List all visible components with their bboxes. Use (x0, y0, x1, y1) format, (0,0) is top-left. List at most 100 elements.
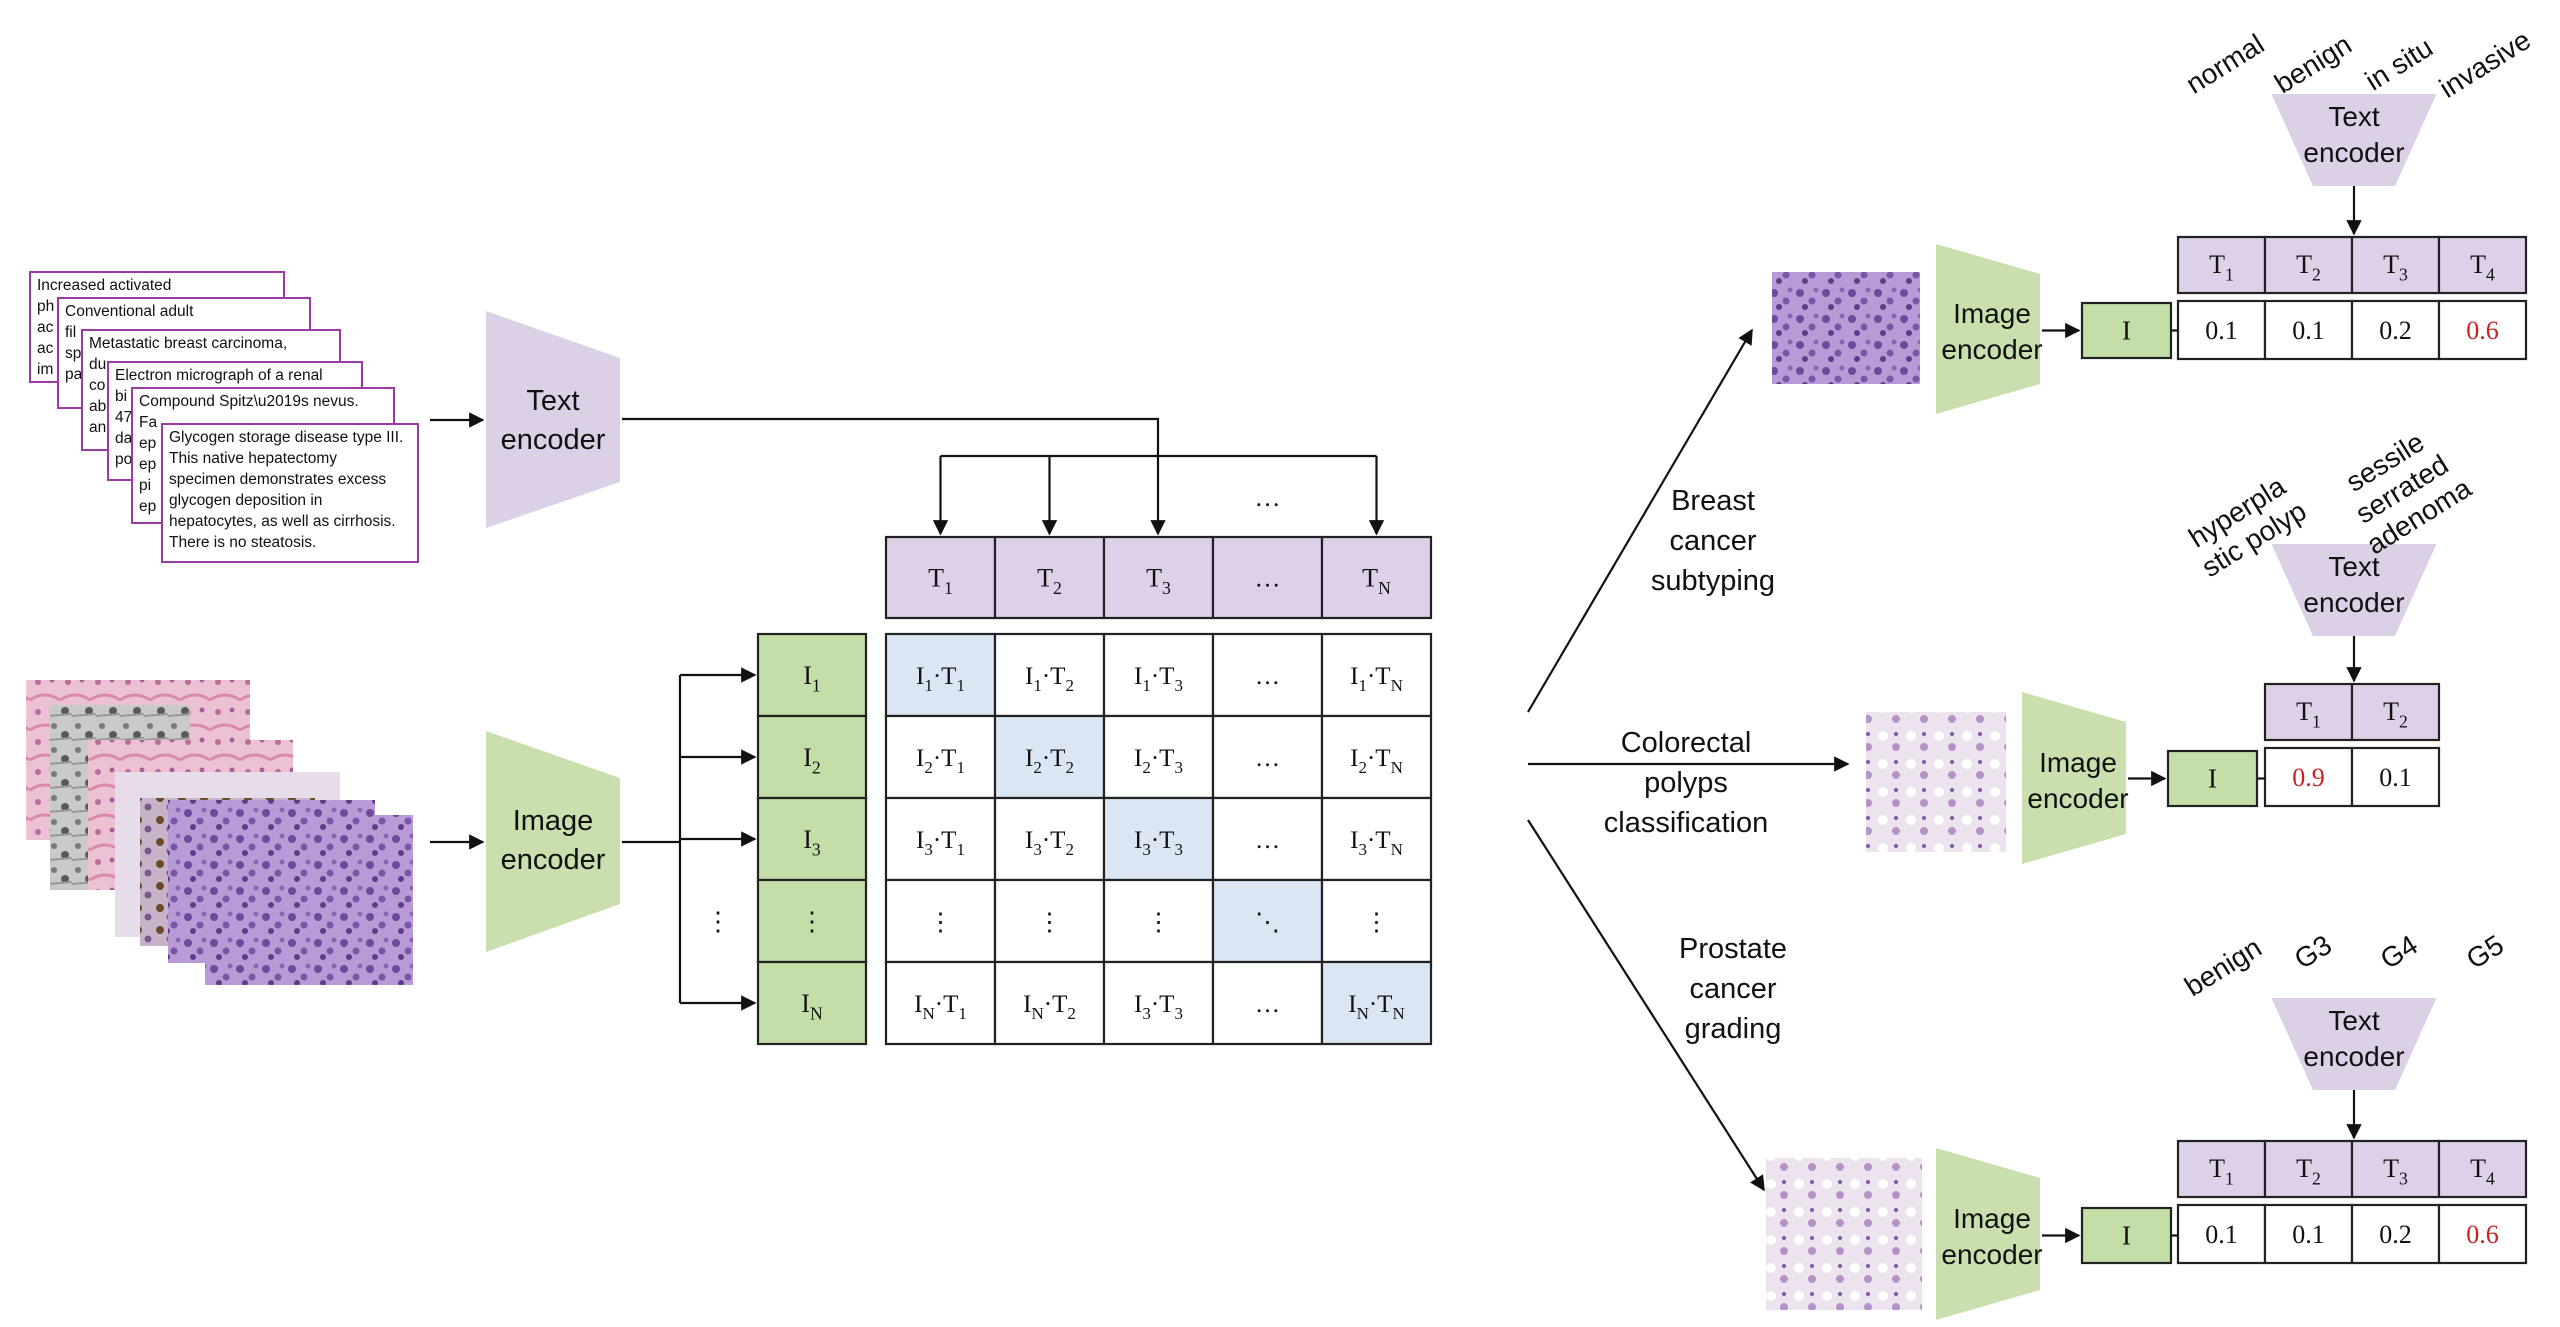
task-name: Colorectal (1621, 727, 1752, 759)
text-encoder-label: encoder (2303, 587, 2404, 618)
similarity-cell (1102, 960, 1215, 1046)
similarity-value: … (1255, 663, 1280, 690)
class-prompt: normal (2180, 28, 2269, 100)
similarity-value: I2·TN (1350, 745, 1403, 777)
text-token (2350, 682, 2441, 742)
class-prompt: benign (2269, 29, 2357, 100)
text-token-label: T2 (2383, 697, 2408, 731)
score-cell (2350, 299, 2441, 361)
caption-line: This native hepatectomy (169, 450, 337, 467)
caption-line: Electron micrograph of a renal (115, 367, 323, 384)
caption-line: po (115, 451, 132, 468)
image-token (2080, 301, 2173, 360)
text-token (2263, 235, 2354, 295)
similarity-value: … (1255, 827, 1280, 854)
similarity-value: ⋮ (928, 909, 953, 936)
image-token-label: I1 (803, 661, 821, 695)
text-encoder (2271, 544, 2437, 636)
task-name: Prostate (1679, 933, 1787, 965)
class-prompt: sessileserratedadenoma (2327, 418, 2477, 561)
text-token-label: T2 (2296, 1154, 2321, 1188)
text-encoder (2271, 94, 2437, 186)
caption-line: du (89, 356, 106, 373)
caption-card: Glycogen storage disease type III.This n… (161, 423, 419, 563)
ellipsis: … (1255, 483, 1281, 512)
text-encoder-label: Text (2328, 1005, 2380, 1036)
similarity-value: IN·T1 (914, 991, 967, 1023)
caption-line: bi (115, 388, 127, 405)
image-token (756, 632, 868, 718)
text-token (2176, 1139, 2267, 1199)
image-encoder-label: encoder (1941, 1239, 2042, 1270)
caption-line: Compound Spitz\u2019s nevus. (139, 393, 359, 410)
image-token (2080, 1206, 2173, 1265)
image-encoder (2022, 692, 2126, 864)
text-token (2437, 1139, 2528, 1199)
class-prompt: G4 (2375, 929, 2423, 975)
image-encoder-label: encoder (1941, 334, 2042, 365)
caption-card-stack: Increased activatedphacacimConventional … (29, 271, 419, 563)
similarity-value: I2·T1 (916, 745, 965, 777)
arrow (622, 417, 1166, 536)
caption-line: Fa (139, 414, 157, 431)
similarity-cell (1102, 632, 1215, 718)
similarity-value: I1·T1 (916, 663, 965, 695)
text-token-label: T4 (2470, 250, 2495, 284)
similarity-value: … (1255, 991, 1280, 1018)
text-token-label: T1 (2209, 1154, 2234, 1188)
caption-line: ep (139, 435, 156, 452)
similarity-cell (1211, 878, 1324, 964)
image-token (2166, 749, 2259, 808)
caption-line: sp (65, 345, 81, 362)
text-token-label: T3 (2383, 250, 2408, 284)
caption-line: pi (139, 477, 151, 494)
class-prompt: G3 (2289, 929, 2337, 975)
caption-line: im (37, 361, 53, 378)
similarity-value: I1·T3 (1134, 663, 1183, 695)
similarity-cell (1211, 960, 1324, 1046)
caption-line: fil (65, 324, 76, 341)
text-token-label: T3 (2383, 1154, 2408, 1188)
caption-line: an (89, 419, 106, 436)
caption-line: Increased activated (37, 277, 171, 294)
caption-line: ph (37, 298, 54, 315)
similarity-cell (1320, 714, 1433, 800)
caption-line: hepatocytes, as well as cirrhosis. (169, 513, 396, 530)
caption-line: Metastatic breast carcinoma, (89, 335, 287, 352)
similarity-cell (993, 796, 1106, 882)
text-encoder-label: encoder (501, 424, 606, 456)
text-token (2263, 1139, 2354, 1199)
text-encoder (2271, 998, 2437, 1090)
text-token-label: T2 (2296, 250, 2321, 284)
score-value: 0.2 (2379, 1220, 2412, 1249)
similarity-value: ⋮ (1146, 909, 1171, 936)
similarity-value: ⋱ (1255, 909, 1280, 936)
image-encoder-label: encoder (501, 844, 606, 876)
image-encoder-label: Image (1953, 1203, 2031, 1234)
image-encoder (1936, 1148, 2040, 1320)
task-name: Breast (1671, 485, 1755, 517)
image-token-label: I3 (803, 825, 821, 859)
similarity-value: I3·T2 (1025, 827, 1074, 859)
image-token (756, 960, 868, 1046)
similarity-cell (1211, 714, 1324, 800)
score-value: 0.2 (2379, 316, 2412, 345)
arrow (1527, 819, 1765, 1192)
similarity-value: ⋮ (1364, 909, 1389, 936)
caption-line: ac (37, 340, 54, 357)
caption-line: pa (65, 366, 83, 383)
histology-image (1772, 272, 1920, 384)
similarity-value: I1·TN (1350, 663, 1403, 695)
text-encoder-label: encoder (2303, 137, 2404, 168)
similarity-value: ⋮ (1037, 909, 1062, 936)
image-token-label: I2 (803, 743, 821, 777)
task-name: classification (1604, 807, 1768, 839)
text-encoder-label: Text (2328, 551, 2380, 582)
task-name: cancer (1669, 525, 1756, 557)
similarity-value: IN·TN (1348, 991, 1405, 1023)
task-name: cancer (1689, 973, 1776, 1005)
text-token-label: TN (1362, 564, 1391, 598)
similarity-cell (1211, 796, 1324, 882)
class-prompt: G5 (2461, 929, 2509, 975)
